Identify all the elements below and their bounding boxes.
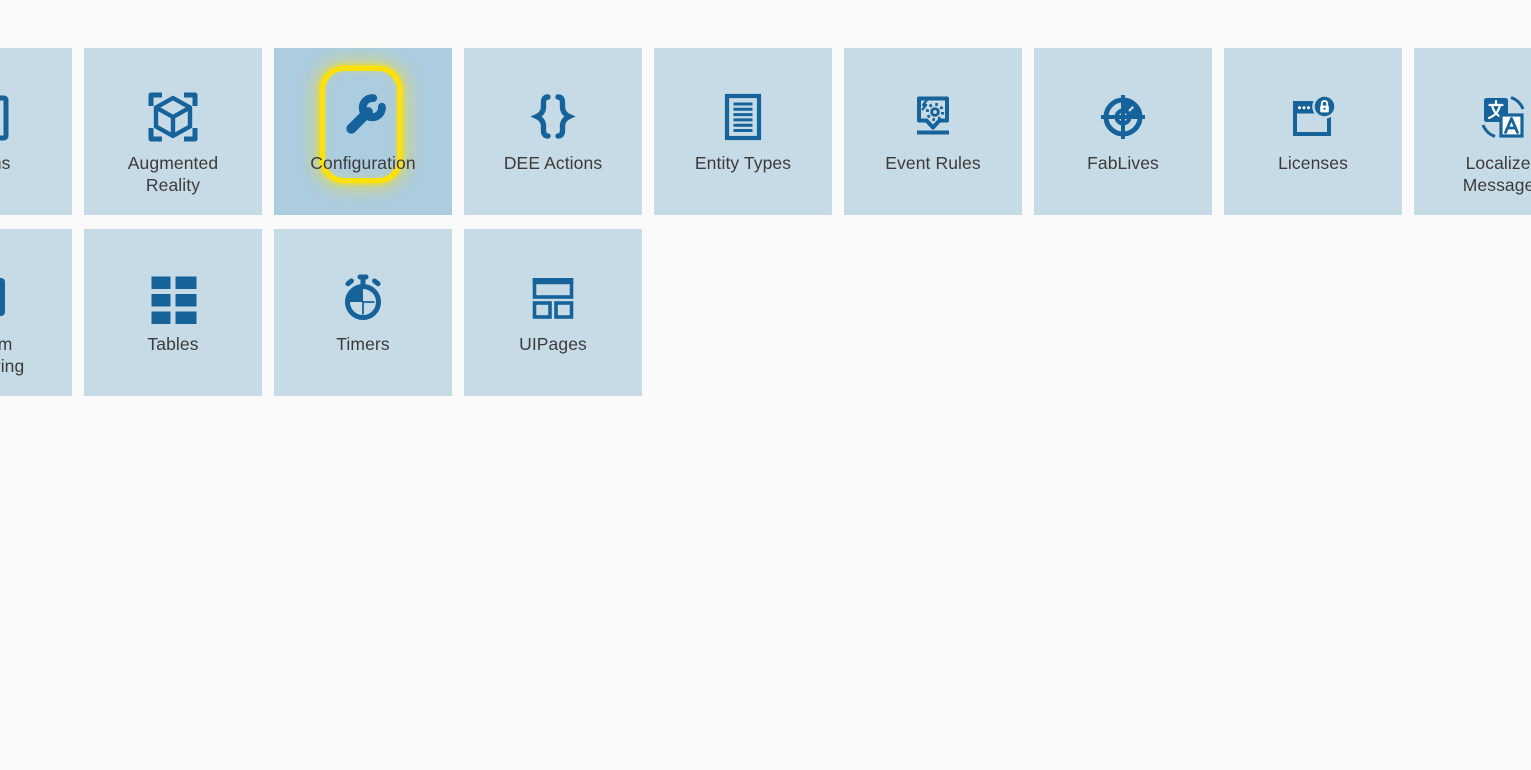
tile-label: Event Rules <box>885 153 981 173</box>
stopwatch-icon <box>336 271 390 325</box>
tile-label: Timers <box>336 334 390 354</box>
tile-event-rules[interactable]: Event Rules <box>844 48 1022 215</box>
table-grid-icon <box>146 271 200 325</box>
tile-system-monitoring[interactable]: System Monitoring <box>0 229 72 396</box>
target-crosshair-icon <box>1096 90 1150 144</box>
tile-label: Tables <box>147 334 199 354</box>
tile-configuration[interactable]: Configuration <box>274 48 452 215</box>
tile-label: UIPages <box>519 334 587 354</box>
tile-label: Alarms <box>0 153 11 173</box>
monitor-pulse-icon <box>0 271 10 325</box>
translate-icon <box>1476 90 1530 144</box>
tile-alarms[interactable]: Alarms <box>0 48 72 215</box>
tile-uipages[interactable]: UIPages <box>464 229 642 396</box>
scan-cube-icon <box>146 90 200 144</box>
tile-entity-types[interactable]: Entity Types <box>654 48 832 215</box>
window-lock-icon <box>1286 90 1340 144</box>
document-lines-icon <box>716 90 770 144</box>
plaque-gears-icon <box>906 90 960 144</box>
tile-dee-actions[interactable]: DEE Actions <box>464 48 642 215</box>
tile-label: Localized Messages <box>1462 153 1531 195</box>
curly-braces-icon <box>526 90 580 144</box>
tile-label: System Monitoring <box>0 334 25 376</box>
tile-timers[interactable]: Timers <box>274 229 452 396</box>
tile-fablives[interactable]: FabLives <box>1034 48 1212 215</box>
page-layout-icon <box>526 271 580 325</box>
tile-label: Configuration <box>310 153 416 173</box>
tile-label: Licenses <box>1278 153 1348 173</box>
tile-localized-messages[interactable]: Localized Messages <box>1414 48 1531 215</box>
wrench-icon <box>336 90 390 144</box>
panel-outline-icon <box>0 90 10 144</box>
tile-tables[interactable]: Tables <box>84 229 262 396</box>
tile-label: Augmented Reality <box>127 153 219 195</box>
tile-augmented-reality[interactable]: Augmented Reality <box>84 48 262 215</box>
tile-label: FabLives <box>1087 153 1159 173</box>
tile-licenses[interactable]: Licenses <box>1224 48 1402 215</box>
tile-label: DEE Actions <box>503 153 603 173</box>
tile-label: Entity Types <box>694 153 792 173</box>
